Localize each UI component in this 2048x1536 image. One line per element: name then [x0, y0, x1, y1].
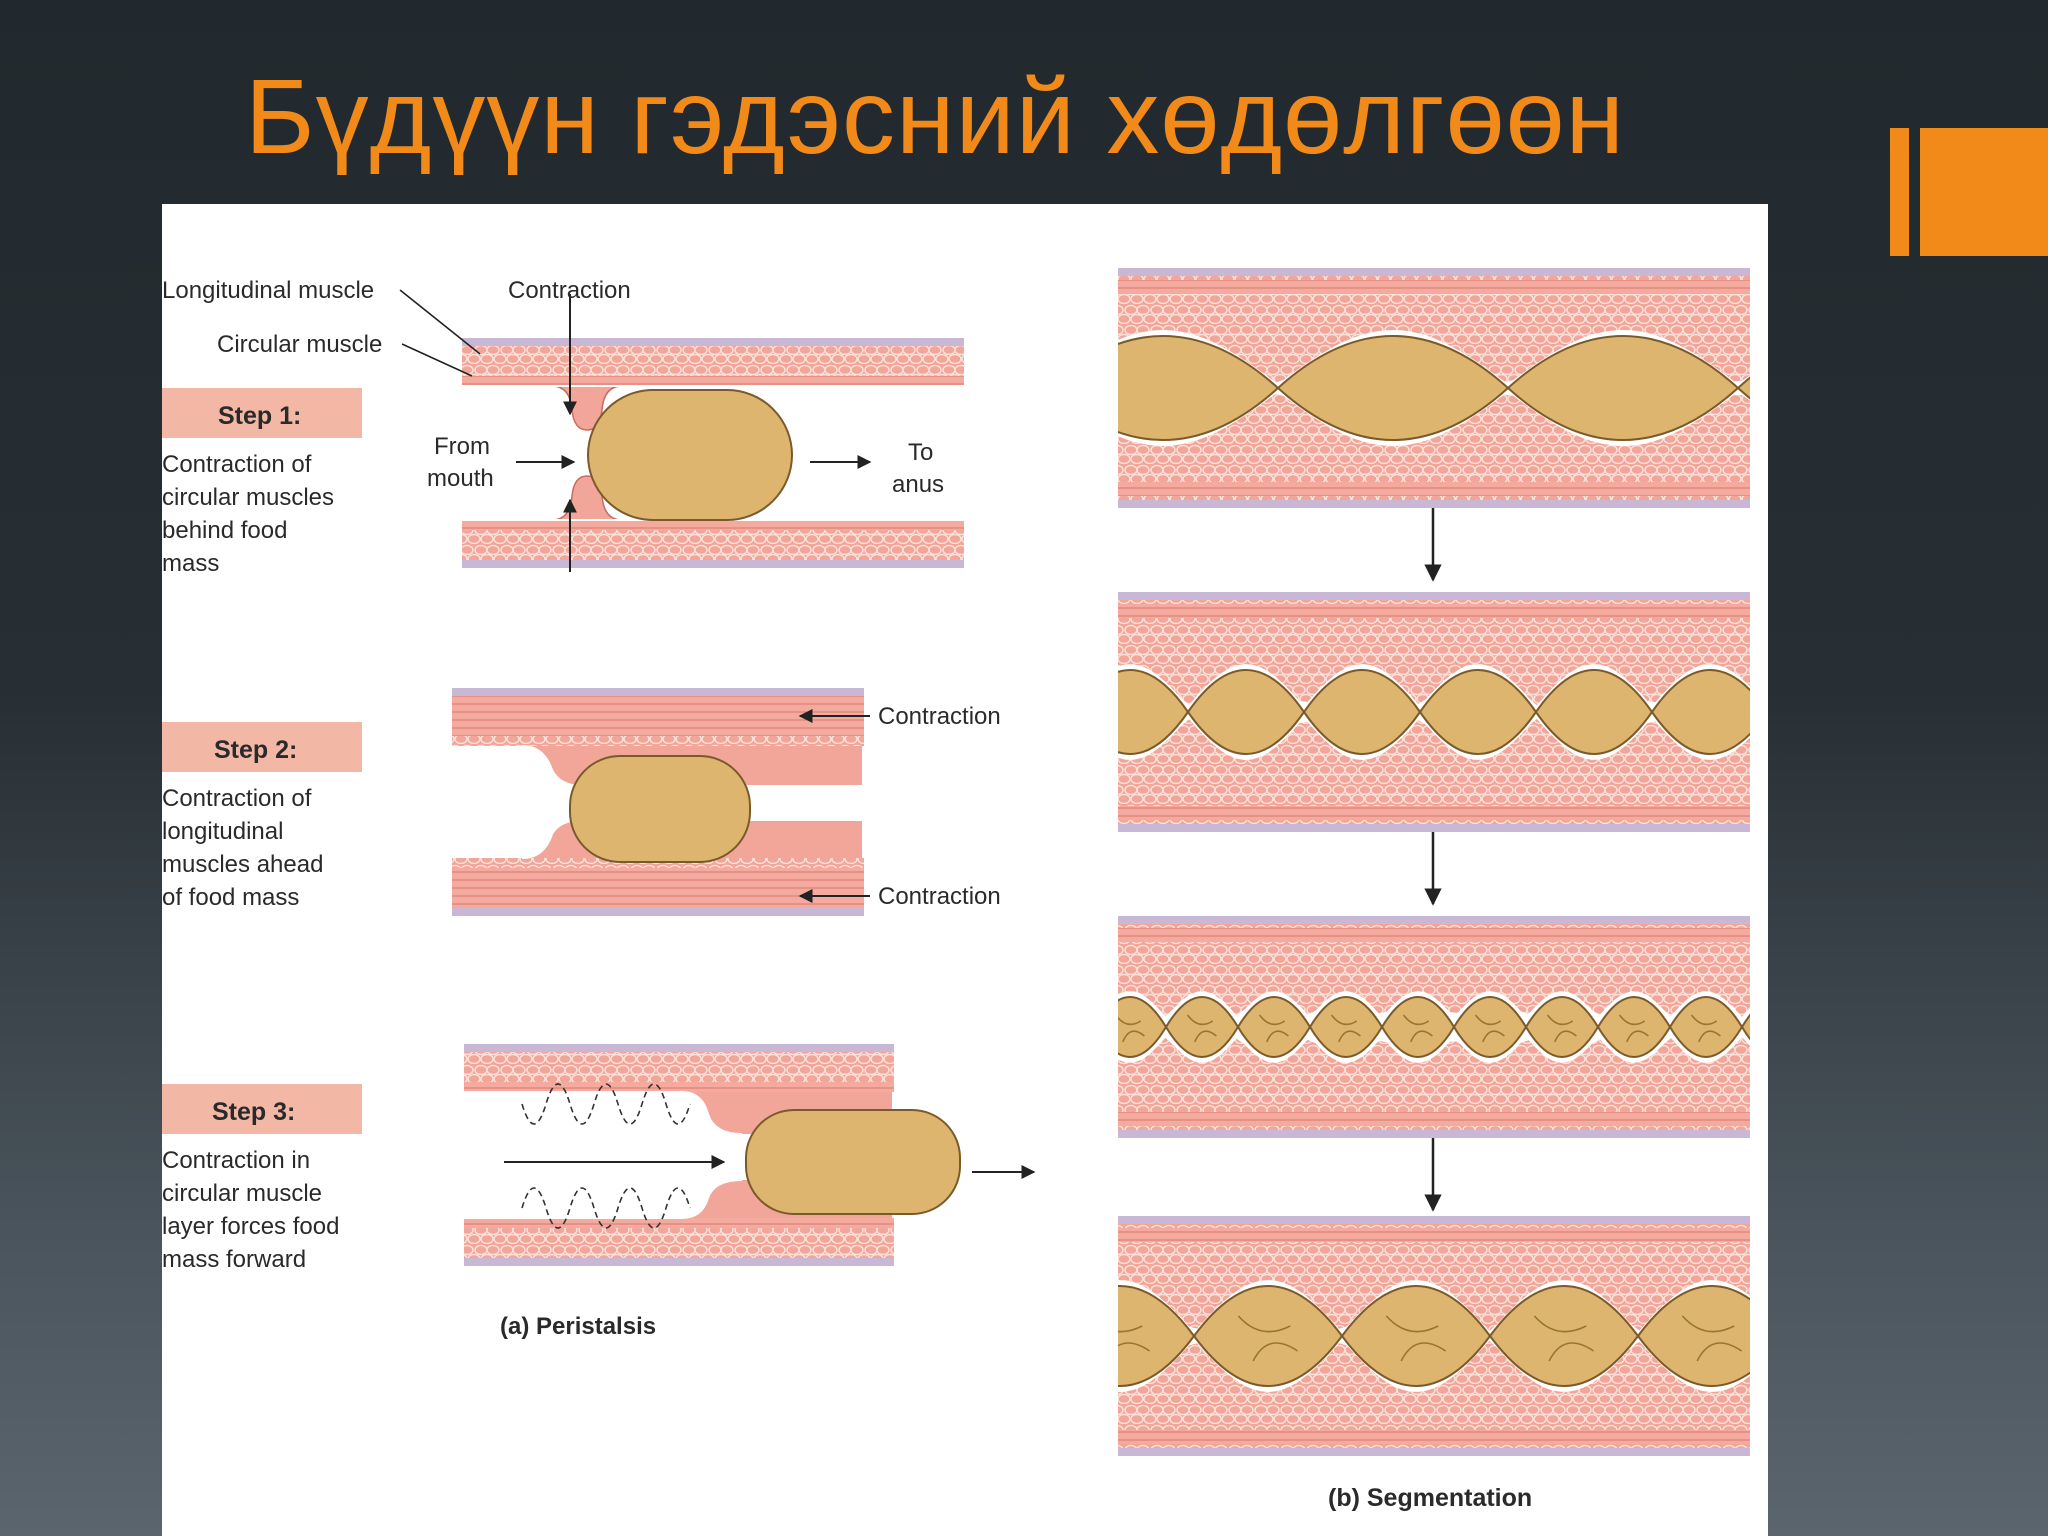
step1-heading-band	[162, 388, 362, 438]
step3-desc-line4: mass forward	[162, 1246, 306, 1273]
step3-food-mass	[745, 1109, 961, 1215]
to-anus-label-line2: anus	[892, 471, 944, 498]
step1-tube	[462, 338, 964, 568]
step1-arrows	[399, 289, 872, 572]
step1-contraction-label: Contraction	[508, 277, 631, 304]
step1-desc-line4: mass	[162, 550, 219, 577]
step3-desc-line2: circular muscle	[162, 1180, 322, 1207]
step2-contraction-bottom-label: Contraction	[878, 883, 1001, 910]
step2-food-mass	[569, 755, 751, 863]
step1-desc-line1: Contraction of	[162, 451, 312, 478]
step3-heading: Step 3:	[212, 1098, 295, 1126]
step1-desc-line3: behind food	[162, 517, 287, 544]
accent-bar-thick	[1920, 128, 2048, 256]
step3-heading-band	[162, 1084, 362, 1134]
accent-bar-thin	[1890, 128, 1909, 256]
to-anus-label-line1: To	[908, 439, 933, 466]
step2-desc-line3: muscles ahead	[162, 851, 323, 878]
from-mouth-label-line1: From	[434, 433, 490, 460]
segmentation-panel-3	[1118, 916, 1750, 1138]
digestion-diagram: Longitudinal muscle Circular muscle Cont…	[162, 268, 1750, 1512]
slide-title: Бүдүүн гэдэсний хөдөлгөөн	[245, 58, 1626, 176]
step1-heading: Step 1:	[218, 402, 301, 430]
step2-tube	[452, 688, 864, 916]
step2-desc-line4: of food mass	[162, 884, 299, 911]
step1-desc-line2: circular muscles	[162, 484, 334, 511]
segmentation-panel-1	[1118, 268, 1750, 508]
step2-heading: Step 2:	[214, 736, 297, 764]
from-mouth-label-line2: mouth	[427, 465, 494, 492]
segmentation-caption: (b) Segmentation	[1328, 1484, 1532, 1512]
peristalsis-caption: (a) Peristalsis	[500, 1313, 656, 1340]
step2-desc-line1: Contraction of	[162, 785, 312, 812]
segmentation-panels	[1118, 268, 1750, 1456]
circular-muscle-label: Circular muscle	[217, 331, 382, 358]
segmentation-panel-2	[1118, 592, 1750, 832]
step3-tube	[464, 1044, 961, 1266]
step2-heading-band	[162, 722, 362, 772]
step3-desc-line1: Contraction in	[162, 1147, 310, 1174]
step1-food-mass	[587, 389, 793, 521]
longitudinal-muscle-label: Longitudinal muscle	[162, 277, 374, 304]
step3-desc-line3: layer forces food	[162, 1213, 339, 1240]
segmentation-panel-4	[1118, 1216, 1750, 1456]
step2-contraction-top-label: Contraction	[878, 703, 1001, 730]
step2-desc-line2: longitudinal	[162, 818, 283, 845]
figure-panel: Longitudinal muscle Circular muscle Cont…	[162, 204, 1768, 1536]
